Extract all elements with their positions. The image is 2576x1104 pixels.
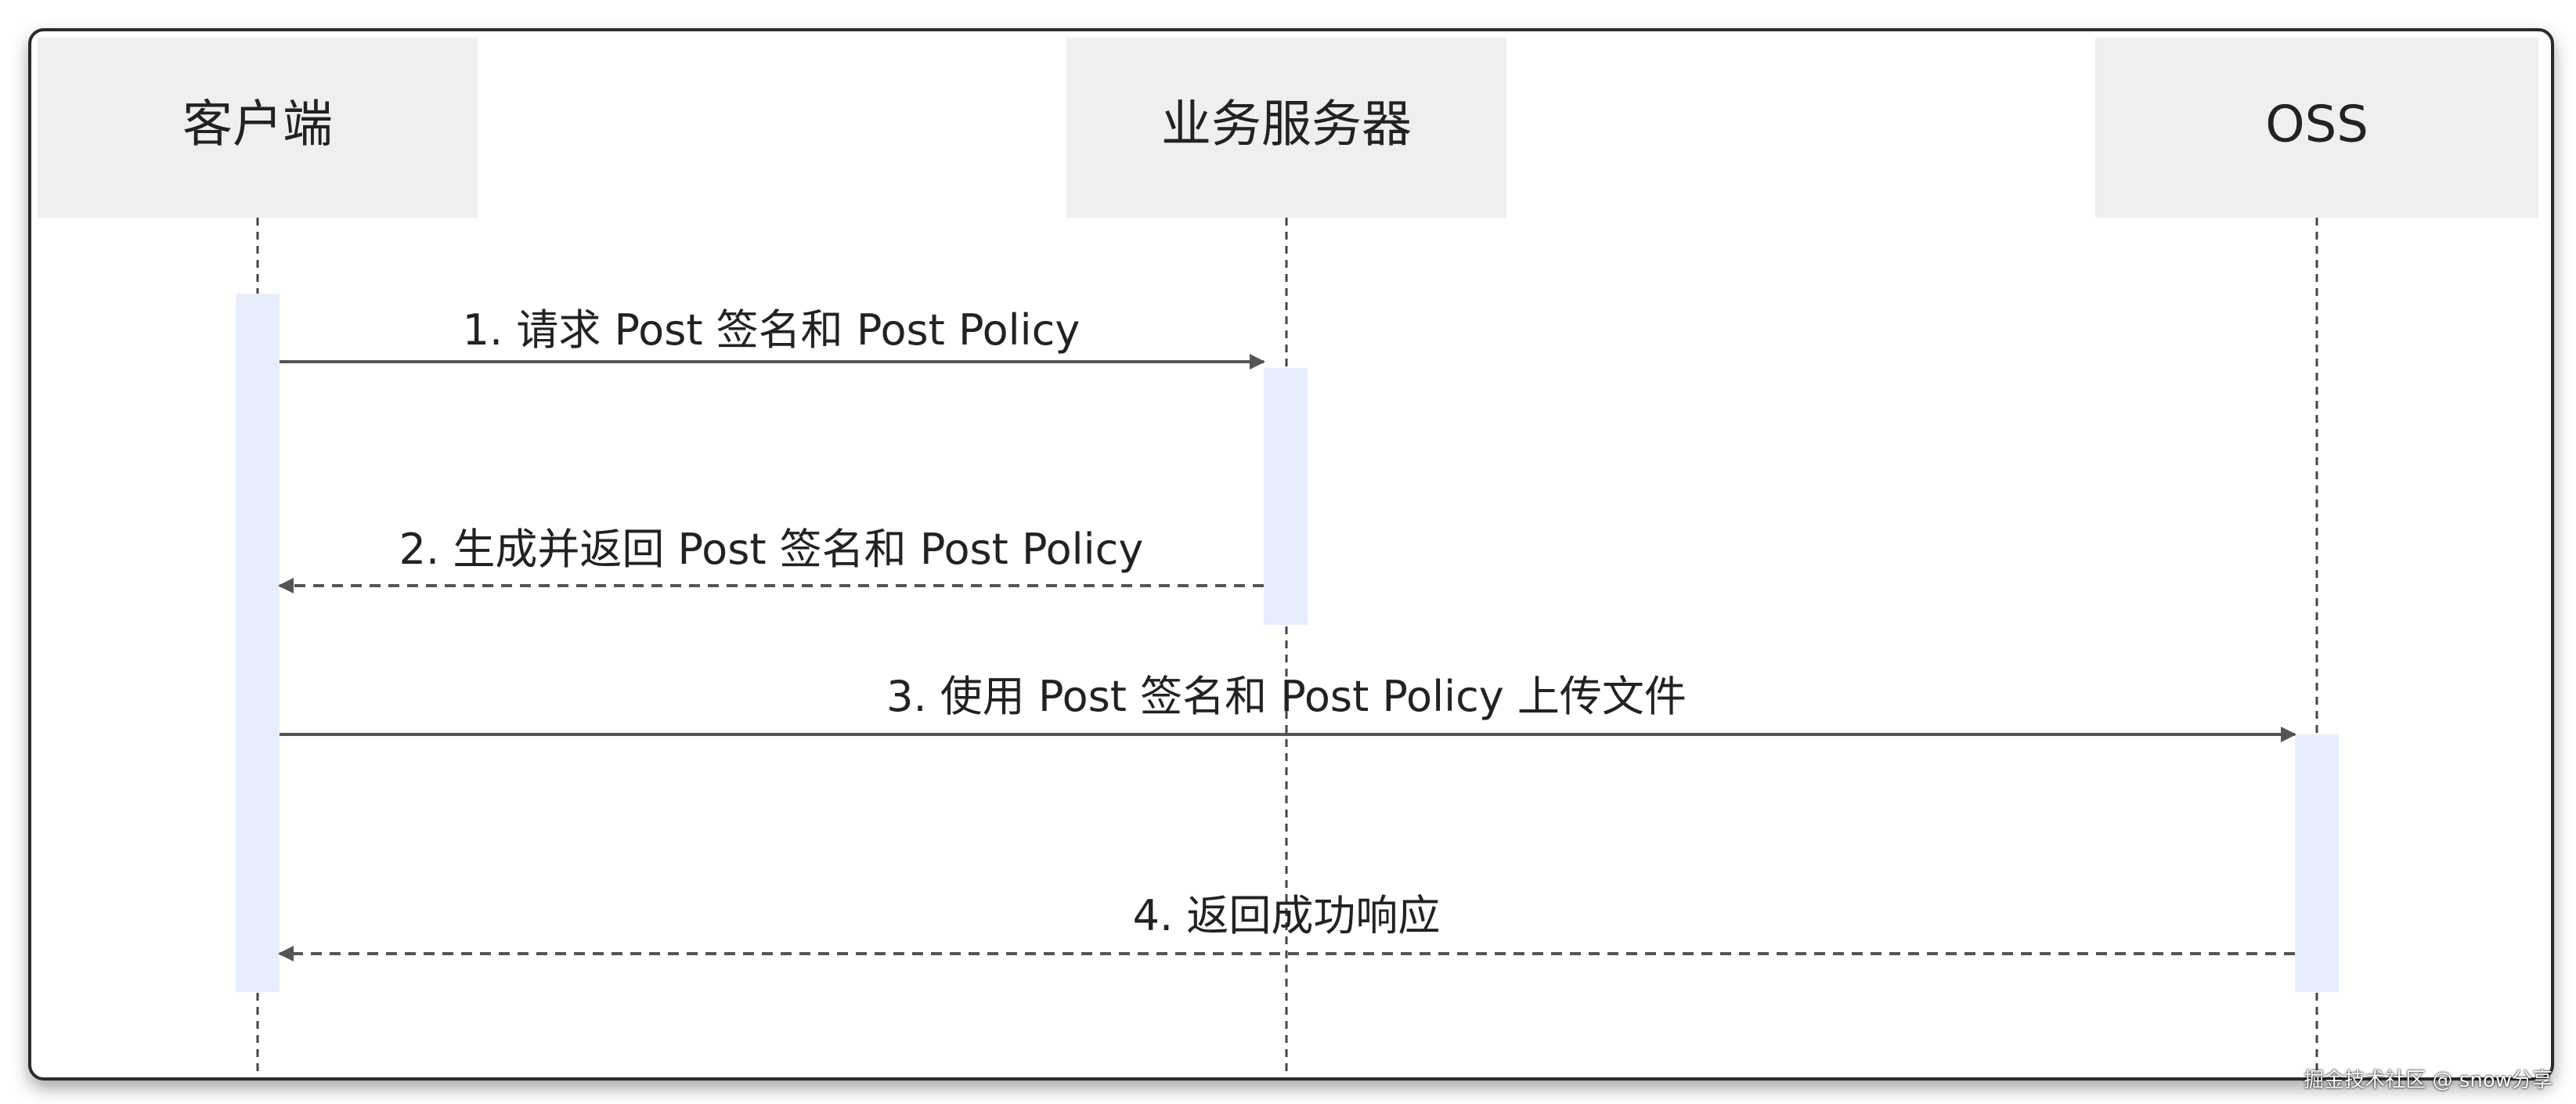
participant-label-oss: OSS xyxy=(2265,96,2369,154)
participant-box-client xyxy=(38,38,478,218)
participant-box-oss xyxy=(2095,38,2538,218)
message-label-4: 4. 返回成功响应 xyxy=(1133,891,1441,940)
participant-label-server: 业务服务器 xyxy=(1161,96,1412,154)
participant-label-client: 客户端 xyxy=(182,96,333,154)
message-label-3: 3. 使用 Post 签名和 Post Policy 上传文件 xyxy=(886,672,1687,721)
activation-bar-server xyxy=(1264,368,1308,625)
watermark: 掘金技术社区 @ snow分享 xyxy=(2304,1069,2553,1092)
activation-bar-oss xyxy=(2295,734,2339,992)
activation-bar-client xyxy=(236,294,280,992)
message-label-2: 2. 生成并返回 Post 签名和 Post Policy xyxy=(399,525,1144,574)
participant-box-server xyxy=(1066,38,1506,218)
diagram-frame: 客户端 业务服务器 OSS 1. 请求 Post 签名和 Post Policy… xyxy=(28,28,2554,1081)
message-label-1: 1. 请求 Post 签名和 Post Policy xyxy=(463,305,1081,355)
sequence-diagram: 客户端 业务服务器 OSS 1. 请求 Post 签名和 Post Policy… xyxy=(38,38,2538,1074)
